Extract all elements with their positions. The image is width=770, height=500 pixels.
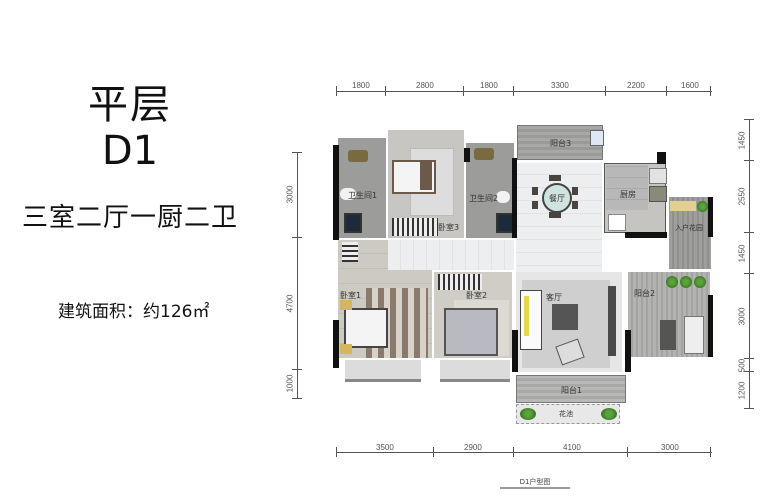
wall bbox=[708, 295, 713, 357]
dim-top-1: 1800 bbox=[352, 81, 370, 90]
lounge-chair-icon bbox=[684, 316, 704, 354]
dim-right-6: 1200 bbox=[737, 381, 747, 400]
dim-bottom-1: 3500 bbox=[376, 443, 394, 452]
dim-bottom-3: 4100 bbox=[563, 443, 581, 452]
label-bathroom2: 卫生间2 bbox=[469, 194, 499, 203]
wall bbox=[464, 148, 470, 162]
outdoor-table-icon bbox=[660, 320, 676, 350]
sink-counter-icon bbox=[348, 150, 368, 162]
label-bedroom3: 卧室3 bbox=[438, 223, 460, 232]
dim-left-3: 1000 bbox=[285, 374, 295, 393]
dim-top-5: 2200 bbox=[627, 81, 645, 90]
shower-icon bbox=[344, 213, 362, 233]
fridge-icon bbox=[608, 214, 626, 231]
dim-top-2: 2800 bbox=[416, 81, 434, 90]
sink-icon bbox=[649, 168, 667, 184]
plant-icon bbox=[697, 201, 708, 212]
bed-icon bbox=[444, 308, 498, 356]
dim-left-2: 4700 bbox=[285, 294, 295, 313]
wardrobe-icon bbox=[342, 242, 358, 262]
room-dining: 餐厅 bbox=[516, 163, 602, 278]
sink-counter-icon bbox=[474, 148, 494, 160]
bed-icon bbox=[344, 308, 388, 348]
room-bathroom2: 卫生间2 bbox=[466, 143, 514, 238]
hallway bbox=[388, 240, 514, 270]
dim-top-3: 1800 bbox=[480, 81, 498, 90]
label-dining: 餐厅 bbox=[549, 194, 565, 203]
toilet-icon bbox=[340, 188, 356, 200]
bay-window-bedroom2 bbox=[440, 360, 510, 382]
wall bbox=[512, 158, 517, 238]
layout-label: 三室二厅一厨二卫 bbox=[22, 203, 239, 233]
wall bbox=[625, 232, 667, 238]
label-bedroom1: 卧室1 bbox=[340, 291, 362, 300]
washer-icon bbox=[590, 130, 604, 146]
wardrobe-icon bbox=[438, 274, 482, 290]
room-balcony2: 阳台2 bbox=[628, 272, 710, 357]
dim-top-6: 1600 bbox=[681, 81, 699, 90]
coffee-table-icon bbox=[552, 304, 578, 330]
plant-icon bbox=[520, 408, 536, 420]
plant-icon bbox=[680, 276, 692, 288]
label-bathroom1: 卫生间1 bbox=[348, 191, 378, 200]
wall bbox=[333, 320, 339, 368]
wall bbox=[708, 197, 713, 237]
room-balcony3: 阳台3 bbox=[517, 125, 604, 160]
wardrobe-icon bbox=[392, 218, 438, 236]
type-label: 平层 bbox=[88, 82, 172, 128]
dim-bottom-4: 3000 bbox=[661, 443, 679, 452]
dim-bottom-2: 2900 bbox=[464, 443, 482, 452]
stove-icon bbox=[649, 186, 667, 202]
toilet-icon bbox=[496, 191, 510, 203]
room-bedroom3: 卧室3 bbox=[388, 130, 464, 238]
dim-right-3: 1450 bbox=[737, 244, 747, 263]
label-bedroom2: 卧室2 bbox=[466, 291, 488, 300]
wall bbox=[333, 145, 339, 240]
label-entry-garden: 入户花园 bbox=[675, 224, 703, 232]
wall bbox=[512, 330, 518, 372]
dim-right-2: 2550 bbox=[737, 187, 747, 206]
dim-left-1: 3000 bbox=[285, 185, 295, 204]
shoe-cabinet-icon bbox=[670, 201, 696, 211]
room-balcony1: 阳台1 bbox=[516, 375, 626, 403]
dim-right-4: 3000 bbox=[737, 307, 747, 326]
plant-icon bbox=[666, 276, 678, 288]
plant-icon bbox=[601, 408, 617, 420]
label-kitchen: 厨房 bbox=[620, 190, 636, 199]
room-living: 客厅 bbox=[516, 272, 622, 372]
area-label: 建筑面积：约126㎡ bbox=[58, 302, 210, 322]
room-bathroom1: 卫生间1 bbox=[338, 138, 386, 238]
unit-code: D1 bbox=[101, 128, 159, 174]
wall bbox=[657, 152, 666, 164]
title-block: 平层 D1 三室二厅一厨二卫 建筑面积：约126㎡ bbox=[0, 0, 300, 500]
room-bedroom2: 卧室2 bbox=[434, 272, 512, 358]
dim-right-1: 1450 bbox=[737, 131, 747, 150]
plant-icon bbox=[694, 276, 706, 288]
wall bbox=[625, 330, 631, 372]
label-balcony3: 阳台3 bbox=[550, 139, 572, 148]
dim-top-4: 3300 bbox=[551, 81, 569, 90]
plan-caption: D1户型图 bbox=[500, 477, 570, 489]
bay-window-bedroom1 bbox=[345, 360, 421, 382]
room-entry-garden: 入户花园 bbox=[669, 197, 711, 269]
label-living: 客厅 bbox=[546, 293, 562, 302]
room-planter: 花池 bbox=[516, 404, 620, 424]
label-balcony2: 阳台2 bbox=[634, 289, 656, 298]
label-planter: 花池 bbox=[559, 410, 573, 418]
room-kitchen: 厨房 bbox=[604, 163, 667, 233]
tv-cabinet-icon bbox=[608, 286, 616, 356]
label-balcony1: 阳台1 bbox=[561, 386, 583, 395]
